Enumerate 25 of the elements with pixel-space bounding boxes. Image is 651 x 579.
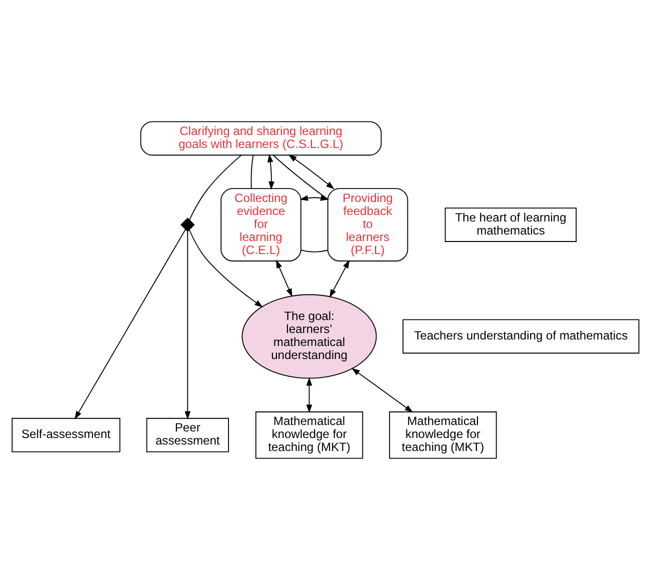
node-ellipse: The goal: learners’ mathematical understanding <box>242 294 377 378</box>
node-box: Mathematical knowledge for teaching (MKT) <box>389 410 497 458</box>
connector <box>188 154 242 220</box>
arrow <box>188 228 264 307</box>
node-box: The heart of learning mathematics <box>444 207 577 242</box>
arrow <box>184 230 191 420</box>
arrow <box>276 259 292 296</box>
arrow <box>300 194 329 200</box>
node-box: Clarifying and sharing learning goals with learners (C.S.L.G.L) <box>140 120 382 156</box>
node-box: Teachers understanding of mathematics <box>402 318 640 354</box>
node-box: Mathematical knowledge for teaching (MKT) <box>255 410 364 458</box>
connector <box>272 154 328 200</box>
node-box: Peer assessment <box>146 417 229 452</box>
arrow <box>267 153 274 190</box>
node-box: Providing feedback to learners (P.F.L) <box>327 188 408 261</box>
node-box: Self-assessment <box>12 417 120 452</box>
arrow <box>352 367 414 412</box>
arrow <box>288 154 334 189</box>
arrow <box>74 228 186 419</box>
node-diamond <box>180 217 195 232</box>
arrow <box>329 259 350 298</box>
arrow <box>306 376 312 413</box>
connector <box>250 154 254 188</box>
connector <box>300 249 328 252</box>
node-box: Collecting evidence for learning (C.E.L) <box>220 188 302 261</box>
